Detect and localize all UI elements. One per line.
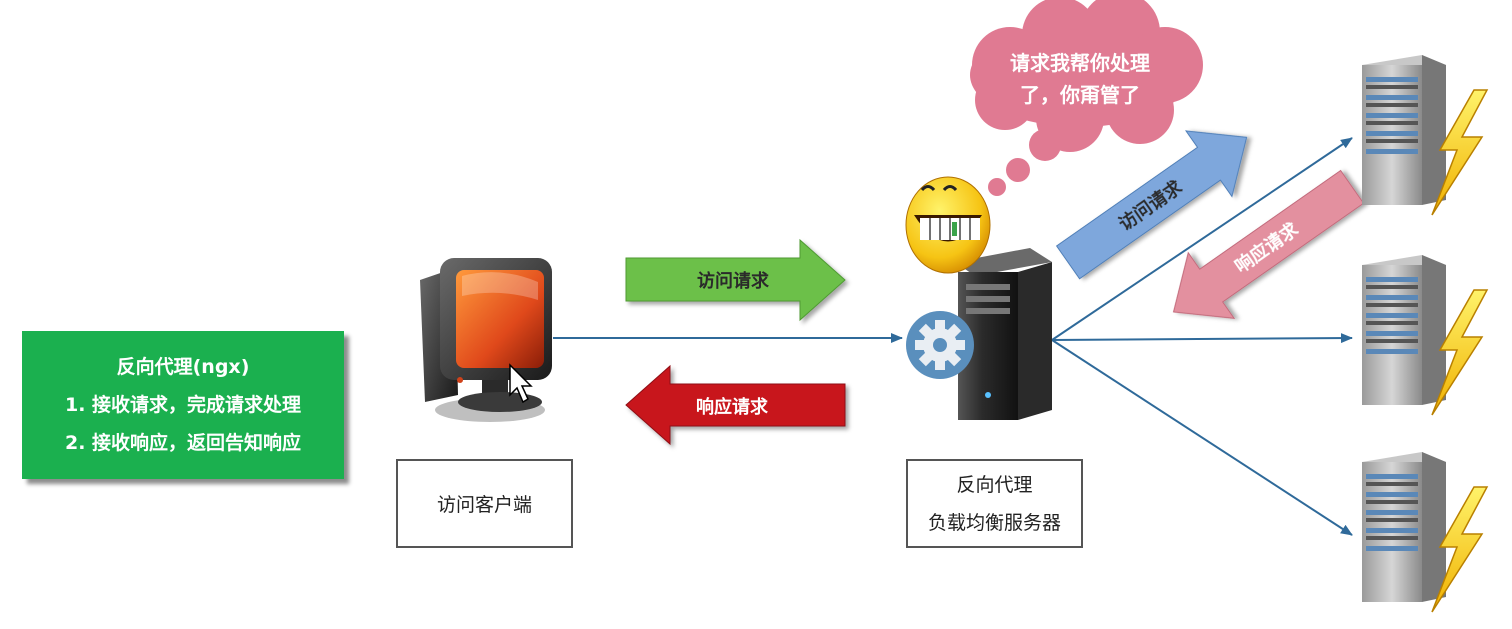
rack-server-1 — [1362, 55, 1489, 216]
lightning-icon — [1431, 289, 1489, 416]
bubble-line-2: 了，你甭管了 — [1020, 83, 1140, 107]
proxy-server-1-line — [1051, 137, 1353, 341]
bubble-line-1: 请求我帮你处理 — [1010, 51, 1150, 75]
lightning-icon — [1431, 486, 1489, 613]
client-request-label: 访问请求 — [697, 270, 770, 292]
proxy-label-line-1: 反向代理 — [956, 473, 1033, 496]
grinning-face-icon — [905, 176, 991, 274]
client-request-arrow: 访问请求 — [625, 238, 846, 322]
server-icon — [955, 248, 1052, 420]
gear-icon — [906, 311, 974, 379]
lightning-icon — [1431, 89, 1489, 216]
server-response-label: 响应请求 — [1231, 218, 1303, 278]
server-request-label: 访问请求 — [1115, 176, 1187, 236]
client-label: 访问客户端 — [436, 494, 532, 516]
server-response-arrow: 响应请求 — [1172, 169, 1365, 319]
rack-server-3 — [1362, 452, 1489, 613]
proxy-server-2-line — [1051, 333, 1353, 344]
monitor-icon — [420, 258, 552, 422]
info-panel: 反向代理(ngx) 1. 接收请求，完成请求处理 2. 接收响应，返回告知响应 — [22, 331, 344, 479]
rack-server-2 — [1362, 255, 1489, 416]
cursor-icon — [509, 363, 533, 404]
thought-bubble: 请求我帮你处理 了，你甭管了 — [970, 0, 1203, 196]
info-panel-title: 反向代理(ngx) — [116, 356, 250, 378]
client-response-arrow: 响应请求 — [625, 364, 846, 446]
proxy-label-line-2: 负载均衡服务器 — [927, 511, 1061, 534]
proxy-server-3-line — [1051, 339, 1353, 536]
info-panel-line-2: 2. 接收响应，返回告知响应 — [64, 432, 302, 454]
server-request-arrow: 访问请求 — [1055, 130, 1248, 280]
proxy-label-box: 反向代理 负载均衡服务器 — [906, 459, 1083, 548]
client-label-box: 访问客户端 — [396, 459, 573, 548]
info-panel-line-1: 1. 接收请求，完成请求处理 — [64, 394, 302, 416]
client-response-label: 响应请求 — [696, 396, 769, 418]
